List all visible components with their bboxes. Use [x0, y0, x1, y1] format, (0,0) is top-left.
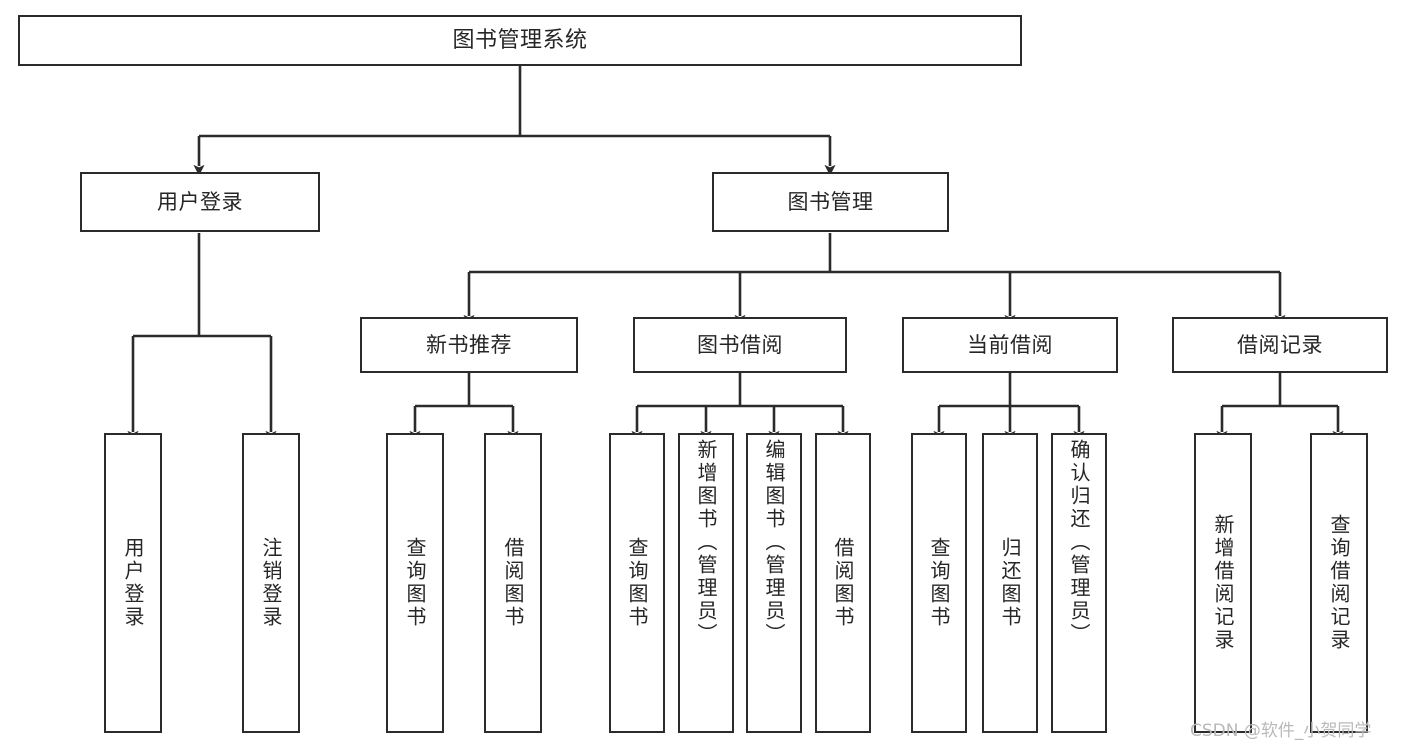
node-label: 查询图书 [625, 537, 649, 629]
node-label: 图书借阅 [697, 332, 783, 357]
node-leaf-query-books-borrow[interactable]: 查询图书 [609, 433, 665, 733]
node-root-library-system[interactable]: 图书管理系统 [18, 15, 1022, 66]
node-label: 新增图书（管理员） [694, 439, 718, 646]
node-book-management[interactable]: 图书管理 [712, 172, 949, 232]
csdn-watermark: CSDN @软件_小贺同学 [1190, 721, 1372, 741]
node-label: 查询图书 [927, 537, 951, 629]
node-label: 编辑图书（管理员） [762, 439, 786, 646]
node-label: 用户登录 [121, 537, 145, 629]
node-label: 借阅记录 [1237, 332, 1323, 357]
node-label: 注销登录 [259, 537, 283, 629]
node-leaf-add-borrow-record[interactable]: 新增借阅记录 [1194, 433, 1252, 733]
node-leaf-query-borrow-record[interactable]: 查询借阅记录 [1310, 433, 1368, 733]
node-leaf-logout[interactable]: 注销登录 [242, 433, 300, 733]
node-book-borrowing[interactable]: 图书借阅 [633, 317, 847, 373]
node-leaf-add-book-admin[interactable]: 新增图书（管理员） [678, 433, 734, 733]
node-label: 借阅图书 [501, 537, 525, 629]
node-label: 当前借阅 [967, 332, 1053, 357]
node-label: 借阅图书 [831, 537, 855, 629]
node-label: 查询借阅记录 [1327, 514, 1351, 652]
node-leaf-query-books-current[interactable]: 查询图书 [911, 433, 967, 733]
node-label: 图书管理系统 [452, 27, 588, 53]
node-leaf-borrow-books-new[interactable]: 借阅图书 [484, 433, 542, 733]
node-label: 图书管理 [787, 189, 874, 214]
node-leaf-user-login[interactable]: 用户登录 [104, 433, 162, 733]
node-label: 确认归还（管理员） [1067, 439, 1091, 646]
node-leaf-edit-book-admin[interactable]: 编辑图书（管理员） [746, 433, 802, 733]
node-label: 新增借阅记录 [1211, 514, 1235, 652]
node-borrowing-records[interactable]: 借阅记录 [1172, 317, 1388, 373]
node-current-borrowing[interactable]: 当前借阅 [902, 317, 1118, 373]
node-leaf-confirm-return-admin[interactable]: 确认归还（管理员） [1051, 433, 1107, 733]
node-label: 归还图书 [998, 537, 1022, 629]
node-leaf-query-books-new[interactable]: 查询图书 [386, 433, 444, 733]
node-new-book-recommendation[interactable]: 新书推荐 [360, 317, 578, 373]
node-label: 用户登录 [157, 189, 243, 214]
node-label: 新书推荐 [426, 332, 512, 357]
node-user-login[interactable]: 用户登录 [80, 172, 320, 232]
node-leaf-return-books[interactable]: 归还图书 [982, 433, 1038, 733]
node-label: 查询图书 [403, 537, 427, 629]
node-leaf-borrow-books-borrow[interactable]: 借阅图书 [815, 433, 871, 733]
